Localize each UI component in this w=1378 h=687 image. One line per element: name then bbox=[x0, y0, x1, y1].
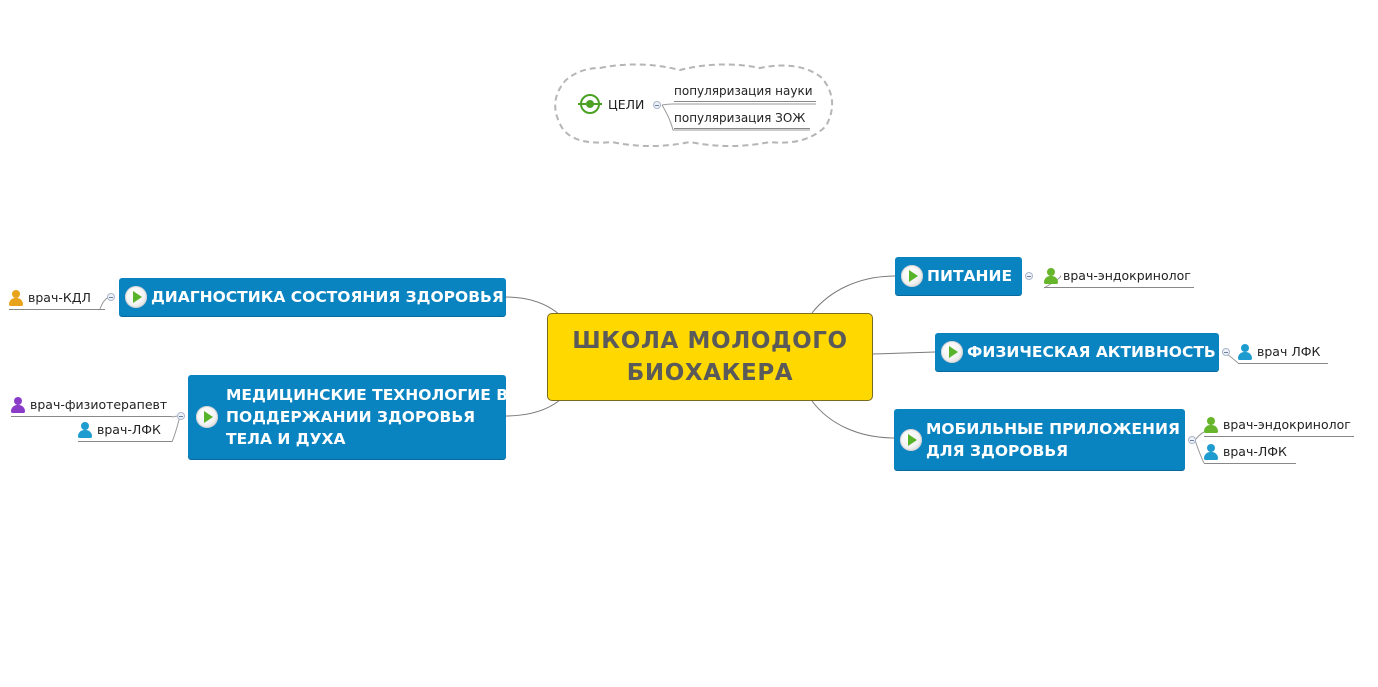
link-central-diagnostics bbox=[504, 296, 561, 316]
subtopic-label: врач-ЛФК bbox=[97, 422, 161, 437]
goals-boundary bbox=[554, 63, 833, 147]
goals-collapse-toggle[interactable] bbox=[653, 101, 661, 109]
person-icon bbox=[9, 289, 23, 306]
person-icon bbox=[1204, 443, 1218, 460]
goal-item-label: популяризация ЗОЖ bbox=[674, 110, 806, 125]
subtopic-nutrition-0[interactable]: врач-эндокринолог bbox=[1044, 264, 1194, 288]
person-icon bbox=[1044, 267, 1058, 284]
subtopic-label: врач-эндокринолог bbox=[1063, 268, 1191, 283]
topic-label-line: ПОДДЕРЖАНИИ ЗДОРОВЬЯ bbox=[226, 408, 476, 426]
mobile-collapse-toggle[interactable] bbox=[1188, 436, 1196, 444]
central-title-line1: ШКОЛА МОЛОДОГО bbox=[572, 328, 848, 354]
link-nutrition-sub bbox=[1043, 275, 1062, 289]
person-icon bbox=[11, 396, 25, 413]
topic-diagnostics[interactable]: ДИАГНОСТИКА СОСТОЯНИЯ ЗДОРОВЬЯ bbox=[119, 278, 506, 316]
link-medtech-sub2 bbox=[171, 415, 181, 443]
play-icon bbox=[196, 406, 218, 428]
person-icon bbox=[1204, 416, 1218, 433]
topic-nutrition[interactable]: ПИТАНИЕ bbox=[895, 257, 1022, 295]
topic-label-line: ТЕЛА И ДУХА bbox=[226, 430, 346, 448]
subtopic-physical-0[interactable]: врач ЛФК bbox=[1238, 340, 1328, 364]
goal-item[interactable]: популяризация ЗОЖ bbox=[674, 107, 810, 129]
topic-mobile-apps[interactable]: МОБИЛЬНЫЕ ПРИЛОЖЕНИЯ ДЛЯ ЗДОРОВЬЯ bbox=[894, 409, 1185, 470]
subtopic-diagnostics-0[interactable]: врач-КДЛ bbox=[9, 286, 105, 310]
link-mobile-sub1 bbox=[1194, 431, 1205, 441]
subtopic-label: врач-физиотерапевт bbox=[30, 397, 168, 412]
topic-label: МОБИЛЬНЫЕ ПРИЛОЖЕНИЯ ДЛЯ ЗДОРОВЬЯ bbox=[926, 418, 1180, 462]
diagnostics-collapse-toggle[interactable] bbox=[107, 293, 115, 301]
person-icon bbox=[78, 421, 92, 438]
subtopic-label: врач ЛФК bbox=[1257, 344, 1321, 359]
subtopic-med-tech-0[interactable]: врач-физиотерапевт bbox=[11, 393, 172, 417]
physical-collapse-toggle[interactable] bbox=[1222, 348, 1230, 356]
link-central-medtech bbox=[504, 399, 561, 417]
topic-physical-activity[interactable]: ФИЗИЧЕСКАЯ АКТИВНОСТЬ bbox=[935, 333, 1219, 371]
play-icon bbox=[125, 286, 147, 308]
central-topic[interactable]: ШКОЛА МОЛОДОГО БИОХАКЕРА bbox=[547, 313, 873, 401]
nutrition-collapse-toggle[interactable] bbox=[1025, 272, 1033, 280]
topic-med-tech[interactable]: МЕДИЦИНСКИЕ ТЕХНОЛОГИЕ В ПОДДЕРЖАНИИ ЗДО… bbox=[188, 375, 508, 459]
topic-label: ПИТАНИЕ bbox=[927, 267, 1013, 285]
subtopic-label: врач-КДЛ bbox=[28, 290, 91, 305]
topic-label-line: МОБИЛЬНЫЕ ПРИЛОЖЕНИЯ bbox=[926, 419, 1180, 438]
person-icon bbox=[1238, 343, 1252, 360]
subtopic-mobile-0[interactable]: врач-эндокринолог bbox=[1204, 413, 1354, 437]
topic-label: ДИАГНОСТИКА СОСТОЯНИЯ ЗДОРОВЬЯ bbox=[151, 288, 504, 306]
play-icon bbox=[900, 428, 922, 451]
topic-label-line: МЕДИЦИНСКИЕ ТЕХНОЛОГИЕ В bbox=[226, 386, 509, 404]
link-mobile-sub2 bbox=[1194, 439, 1205, 464]
subtopic-label: врач-ЛФК bbox=[1223, 444, 1287, 459]
goal-item-label: популяризация науки bbox=[674, 83, 813, 98]
goal-branch-1 bbox=[661, 103, 816, 106]
medtech-collapse-toggle[interactable] bbox=[177, 412, 185, 420]
topic-label-line: ДЛЯ ЗДОРОВЬЯ bbox=[926, 441, 1069, 460]
link-central-mobile bbox=[811, 400, 896, 439]
topic-label: ФИЗИЧЕСКАЯ АКТИВНОСТЬ bbox=[967, 343, 1216, 361]
subtopic-label: врач-эндокринолог bbox=[1223, 417, 1351, 432]
central-title-line2: БИОХАКЕРА bbox=[626, 360, 794, 386]
subtopic-mobile-1[interactable]: врач-ЛФК bbox=[1204, 440, 1296, 464]
goal-item[interactable]: популяризация науки bbox=[674, 80, 816, 102]
goals-node[interactable]: ЦЕЛИ bbox=[578, 93, 645, 115]
link-central-physical bbox=[872, 351, 936, 355]
subtopic-med-tech-1[interactable]: врач-ЛФК bbox=[78, 418, 172, 442]
link-central-nutrition bbox=[811, 275, 896, 314]
topic-label: МЕДИЦИНСКИЕ ТЕХНОЛОГИЕ В ПОДДЕРЖАНИИ ЗДО… bbox=[226, 384, 508, 450]
play-icon bbox=[901, 265, 923, 287]
target-icon bbox=[578, 94, 602, 114]
play-icon bbox=[941, 341, 963, 363]
goals-label: ЦЕЛИ bbox=[608, 96, 645, 112]
goal-branch-2 bbox=[661, 104, 810, 131]
